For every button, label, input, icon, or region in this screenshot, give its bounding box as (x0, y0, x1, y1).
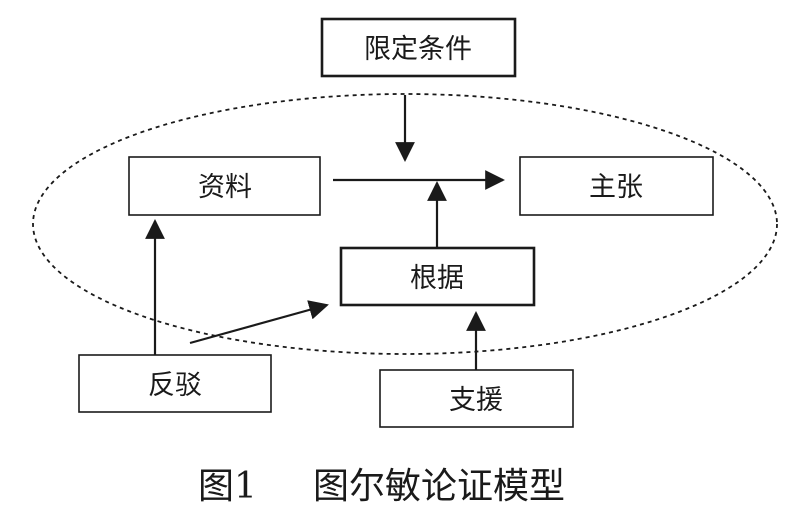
figure-title: 图尔敏论证模型 (313, 466, 565, 507)
claim-node: 主张 (519, 156, 714, 216)
rebuttal-box (78, 354, 272, 413)
warrant-box (339, 246, 536, 307)
backing-label: 支援 (449, 385, 503, 416)
claim-label: 主张 (589, 172, 643, 203)
rebuttal-label: 反驳 (148, 370, 202, 401)
warrant-label: 根据 (410, 263, 464, 294)
warrant-node: 根据 (339, 246, 536, 307)
backing-box (379, 369, 574, 428)
qualifier-box (320, 17, 517, 78)
rebuttal-node: 反驳 (78, 354, 272, 413)
arrow-rebuttal-to-warrant (189, 300, 329, 345)
backing-node: 支援 (379, 369, 574, 428)
data-node: 资料 (128, 156, 321, 216)
data-label: 资料 (198, 172, 252, 203)
qualifier-node: 限定条件 (320, 17, 517, 78)
figure-number: 图1 (198, 466, 257, 507)
core-argument-ellipse (32, 93, 778, 355)
claim-box (519, 156, 714, 216)
qualifier-label: 限定条件 (364, 34, 472, 65)
data-box (128, 156, 321, 216)
